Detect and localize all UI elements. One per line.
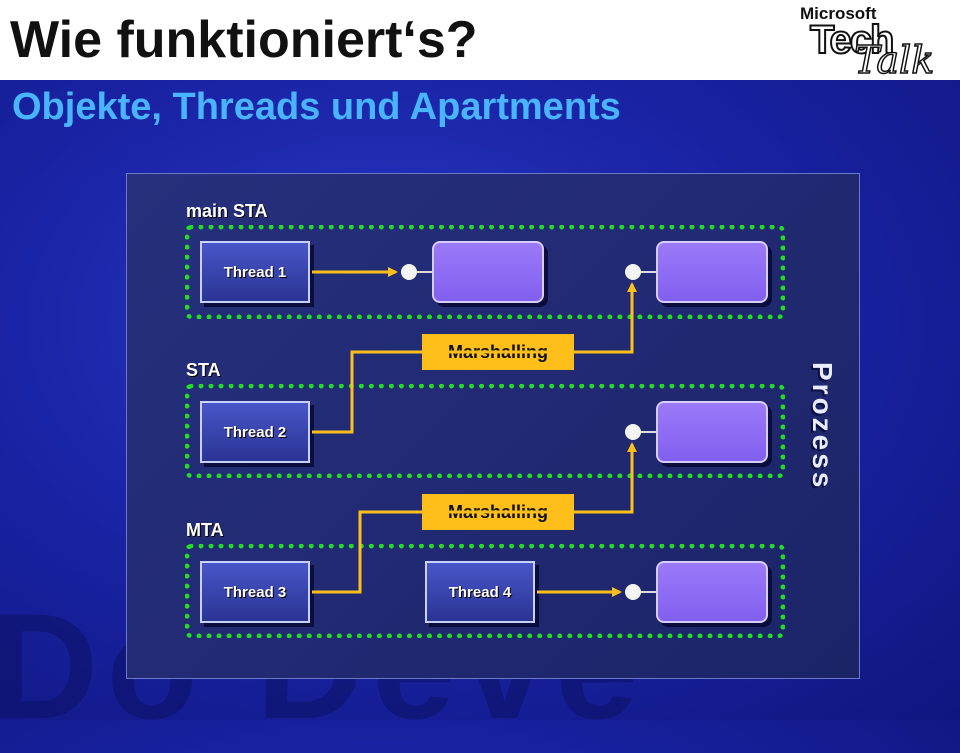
thread-3-box: Thread 3 <box>200 561 310 623</box>
process-label: Prozess <box>807 362 838 491</box>
com-object-4 <box>656 561 768 623</box>
logo-brand: Microsoft <box>800 4 877 23</box>
title-bar: Wie funktioniert‘s? Microsoft Tech Talk <box>0 0 960 83</box>
marshalling-label-1: Marshalling <box>422 334 574 370</box>
com-object-1 <box>432 241 544 303</box>
marshalling-text-1: Marshalling <box>447 341 549 362</box>
thread-1-box: Thread 1 <box>200 241 310 303</box>
com-object-2 <box>656 241 768 303</box>
thread-3-label: Thread 3 <box>223 583 287 601</box>
apartment-label-main-sta: main STA <box>186 201 268 221</box>
marshalling-text-2: Marshalling <box>447 501 549 522</box>
page-title: Wie funktioniert‘s? <box>10 11 478 69</box>
thread-2-box: Thread 2 <box>200 401 310 463</box>
apartment-label-mta: MTA <box>186 520 224 540</box>
apartment-label-sta: STA <box>186 360 221 380</box>
com-object-3 <box>656 401 768 463</box>
logo-word-talk: Talk <box>853 37 935 83</box>
thread-1-label: Thread 1 <box>223 263 287 281</box>
page-subtitle: Objekte, Threads und Apartments <box>12 86 621 128</box>
logo-word-tech: Tech <box>809 17 895 63</box>
microsoft-techtalk-logo: Microsoft Tech Talk <box>796 4 946 83</box>
thread-4-label: Thread 4 <box>448 583 512 601</box>
thread-4-box: Thread 4 <box>425 561 535 623</box>
thread-2-label: Thread 2 <box>223 423 287 441</box>
marshalling-label-2: Marshalling <box>422 494 574 530</box>
